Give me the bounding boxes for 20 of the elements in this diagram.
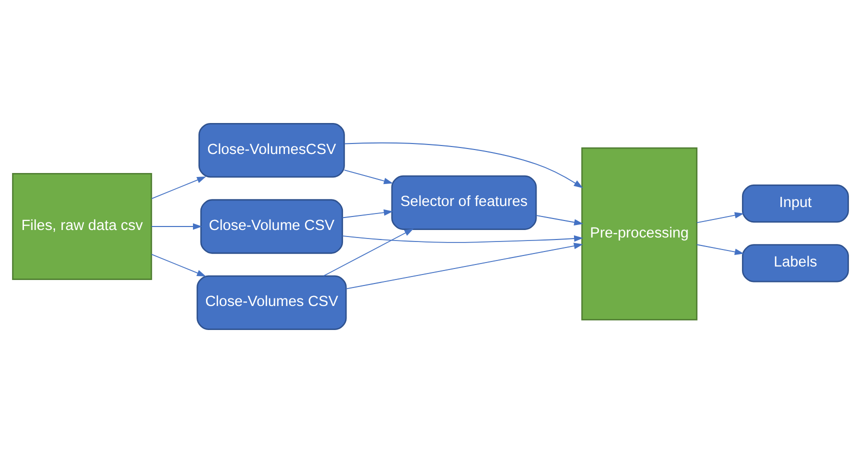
arrow xyxy=(344,169,394,184)
arrow xyxy=(342,208,394,218)
arrow xyxy=(346,242,584,289)
arrow xyxy=(342,234,584,242)
arrow xyxy=(344,142,584,188)
arrow xyxy=(536,214,584,225)
arrow xyxy=(151,253,206,276)
arrow xyxy=(151,176,206,199)
node-box: Pre-processing xyxy=(581,146,698,320)
node-box: Close-Volumes CSV xyxy=(196,274,347,330)
node-box: Close-Volume CSV xyxy=(200,198,344,254)
node-box: Close-VolumesCSV xyxy=(198,122,345,178)
node-box: Input xyxy=(742,184,849,222)
arrow xyxy=(151,222,202,230)
arrow xyxy=(696,212,744,223)
node-box: Files, raw data csv xyxy=(12,172,152,280)
node-box: Labels xyxy=(742,244,849,282)
arrow xyxy=(323,228,414,276)
node-box: Selector of features xyxy=(391,174,537,230)
arrow xyxy=(696,244,744,255)
